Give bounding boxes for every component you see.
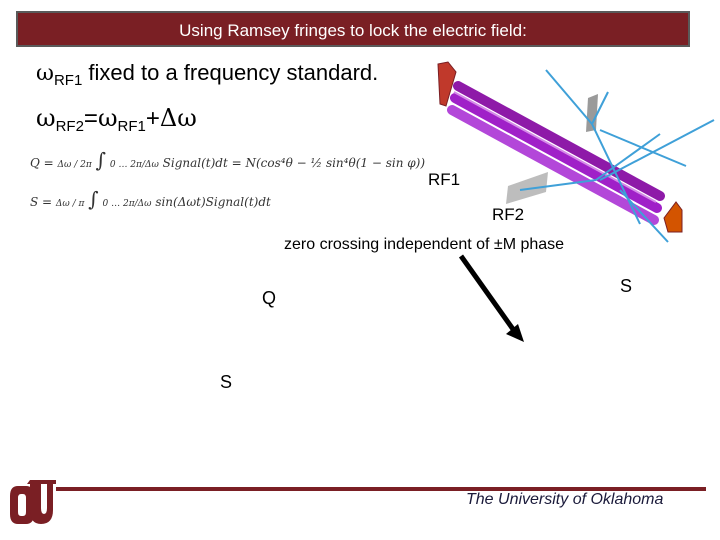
field-arrow <box>458 254 518 334</box>
formula-q-lhs: Q = <box>30 156 54 170</box>
integral-sign: ∫ <box>95 148 107 172</box>
rf-plate-top <box>586 94 598 132</box>
footer-divider <box>56 487 706 491</box>
rf-wires <box>519 69 715 243</box>
line-omega-rf1: ωRF1 fixed to a frequency standard. <box>36 60 379 89</box>
label-rf2: RF2 <box>492 205 525 224</box>
label-q-axis: Q <box>262 288 277 308</box>
omega-symbol: ω <box>97 104 118 132</box>
arrow-head <box>506 324 524 342</box>
formula-s-fraction: Δω / π <box>55 199 85 209</box>
slide-title: Using Ramsey fringes to lock the electri… <box>179 21 527 40</box>
formula-s: S = Δω / π ∫ 0 … 2π/Δω sin(Δωt)Signal(t)… <box>30 187 271 211</box>
line-omega-rf2: ωRF2=ωRF1+Δω <box>36 104 197 135</box>
integral-sign: ∫ <box>88 187 99 211</box>
rf2-subscript: RF2 <box>55 118 84 135</box>
footer-university: The University of Oklahoma <box>466 491 664 508</box>
electric-field-plate-right <box>663 201 683 233</box>
label-s-axis-right: S <box>620 276 633 296</box>
formula-q-bounds: 0 … 2π/Δω <box>109 160 159 170</box>
rf-plate-bottom <box>506 172 548 204</box>
title-bar: Using Ramsey fringes to lock the electri… <box>16 11 690 47</box>
label-s-axis-left: S <box>220 372 233 392</box>
label-rf1: RF1 <box>428 170 461 189</box>
electric-field-plate-left <box>437 61 457 107</box>
delta-omega: Δω <box>159 104 197 132</box>
formula-s-bounds: 0 … 2π/Δω <box>102 199 152 209</box>
label-zero-crossing: zero crossing independent of ±M phase <box>284 236 565 253</box>
formula-q-fraction: Δω / 2π <box>57 160 92 170</box>
line1-text: fixed to a frequency standard. <box>82 60 379 85</box>
formula-s-lhs: S = <box>30 195 53 209</box>
formula-q-body: Signal(t)dt = N(cos⁴θ − ½ sin⁴θ(1 − sin … <box>162 156 426 170</box>
plus-sign: + <box>145 105 160 132</box>
rf1-subscript: RF1 <box>53 72 83 89</box>
ou-logo <box>10 480 56 524</box>
rf1-subscript: RF1 <box>117 118 146 135</box>
omega-symbol: ω <box>36 61 54 86</box>
formula-s-body: sin(Δωt)Signal(t)dt <box>155 195 271 209</box>
formula-q: Q = Δω / 2π ∫ 0 … 2π/Δω Signal(t)dt = N(… <box>30 148 425 172</box>
equals-sign: = <box>83 105 98 132</box>
omega-symbol: ω <box>36 104 56 132</box>
